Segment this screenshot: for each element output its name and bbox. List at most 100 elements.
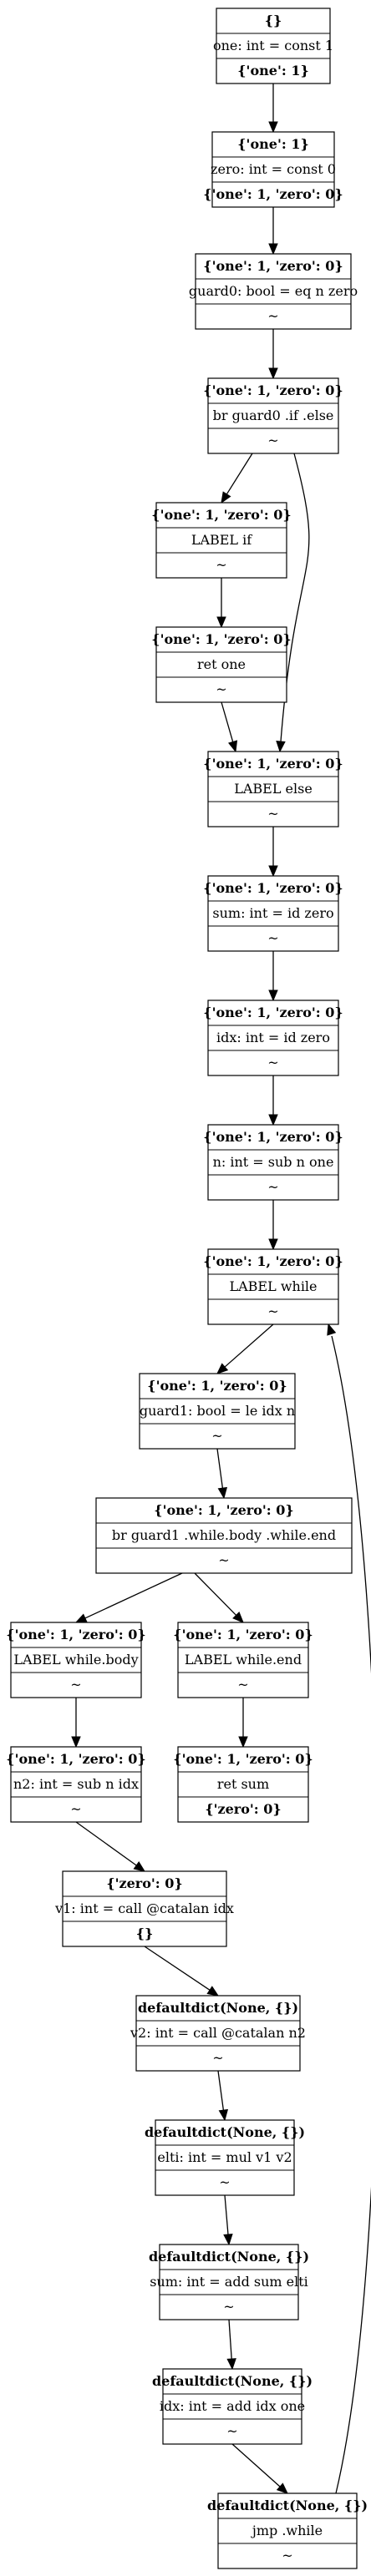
node-in-state: defaultdict(None, {}): [138, 2000, 298, 2016]
cfg-node: {'one': 1}zero: int = const 0{'one': 1, …: [203, 131, 343, 208]
node-box: [216, 8, 331, 84]
node-instruction: zero: int = const 0: [211, 161, 336, 177]
edge-line: [84, 1572, 183, 1619]
node-instruction: n2: int = sub n idx: [13, 1776, 139, 1792]
edge-arrowhead: [226, 2358, 236, 2371]
node-out-state: {'one': 1}: [237, 63, 308, 78]
node-box: [162, 2368, 302, 2445]
node-box: [95, 1497, 353, 1574]
node-out-state: {'zero': 0}: [205, 1801, 281, 1817]
node-out-state: ~: [70, 1677, 81, 1693]
cfg-node: defaultdict(None, {})jmp .while~: [207, 2492, 368, 2569]
node-out-state: ~: [223, 2299, 234, 2315]
node-box: [207, 751, 339, 827]
node-in-state: {'one': 1, 'zero': 0}: [151, 631, 291, 647]
cfg-edge: [268, 1075, 278, 1126]
node-instruction: idx: int = id zero: [216, 1030, 330, 1045]
node-instruction: guard1: bool = le idx n: [140, 1403, 295, 1419]
node-box: [217, 2492, 358, 2569]
edge-arrowhead: [223, 2234, 233, 2246]
node-box: [155, 502, 287, 579]
node-box: [155, 626, 287, 703]
node-in-state: {'one': 1, 'zero': 0}: [203, 1253, 343, 1269]
node-instruction: jmp .while: [251, 2523, 323, 2538]
node-out-state: ~: [267, 1055, 278, 1070]
node-out-state: ~: [70, 1801, 81, 1817]
cfg-edge: [75, 1821, 146, 1872]
cfg-edge: [226, 2319, 236, 2371]
edge-arrowhead: [276, 741, 286, 753]
node-in-state: {'one': 1, 'zero': 0}: [151, 507, 291, 523]
cfg-edge: [144, 1946, 220, 1997]
node-out-state: ~: [216, 681, 226, 697]
cfg-edge: [327, 1323, 371, 2494]
cfg-edge: [238, 1698, 248, 1749]
edge-arrowhead: [268, 243, 278, 256]
cfg-node: {'one': 1, 'zero': 0}guard1: bool = le i…: [139, 1373, 296, 1450]
edge-arrowhead: [268, 121, 278, 134]
cfg-node: {'one': 1, 'zero': 0}sum: int = id zero~: [203, 875, 343, 952]
edge-line: [217, 2070, 225, 2111]
cfg-node: defaultdict(None, {})elti: int = mul v1 …: [145, 2119, 305, 2196]
edge-arrowhead: [268, 989, 278, 1002]
node-box: [177, 1746, 309, 1823]
node-instruction: LABEL if: [191, 532, 252, 548]
node-out-state: {}: [136, 1926, 154, 1941]
node-instruction: ret sum: [217, 1776, 269, 1792]
node-in-state: {'one': 1, 'zero': 0}: [203, 258, 343, 274]
edges-layer: [71, 84, 371, 2494]
edge-arrowhead: [268, 367, 278, 380]
cfg-edge: [231, 2443, 288, 2494]
edge-arrowhead: [71, 1736, 81, 1749]
node-in-state: {'one': 1, 'zero': 0}: [203, 1129, 343, 1145]
node-in-state: {'one': 1, 'zero': 0}: [203, 756, 343, 772]
node-instruction: LABEL while.body: [13, 1652, 138, 1668]
edge-arrowhead: [216, 1363, 229, 1374]
edge-line: [224, 1323, 274, 1368]
node-in-state: {'one': 1, 'zero': 0}: [203, 880, 343, 896]
node-instruction: LABEL while: [229, 1278, 317, 1294]
node-in-state: defaultdict(None, {}): [152, 2373, 313, 2389]
node-instruction: ret one: [197, 656, 246, 672]
edge-arrowhead: [221, 491, 231, 504]
node-out-state: ~: [267, 1303, 278, 1319]
cfg-edge: [216, 1323, 274, 1374]
node-in-state: defaultdict(None, {}): [207, 2498, 368, 2513]
edge-line: [75, 1821, 137, 1866]
node-box: [207, 875, 339, 952]
node-instruction: br guard0 .if .else: [213, 407, 334, 423]
node-box: [211, 131, 335, 208]
edge-line: [194, 1572, 237, 1616]
cfg-edge: [268, 84, 278, 134]
edge-arrowhead: [216, 616, 226, 629]
edge-arrowhead: [74, 1613, 88, 1623]
edge-arrowhead: [268, 1114, 278, 1126]
edge-line: [226, 453, 253, 495]
edge-arrowhead: [268, 865, 278, 878]
edge-arrowhead: [238, 1736, 248, 1749]
edge-arrowhead: [133, 1861, 146, 1872]
node-instruction: n: int = sub n one: [213, 1154, 334, 1170]
node-out-state: ~: [267, 1179, 278, 1195]
node-instruction: one: int = const 1: [213, 38, 333, 53]
node-out-state: ~: [226, 2423, 237, 2439]
edge-line: [331, 1335, 371, 2494]
node-in-state: {'one': 1, 'zero': 0}: [173, 1627, 313, 1642]
node-instruction: LABEL else: [234, 781, 313, 797]
cfg-node: {'zero': 0}v1: int = call @catalan idx{}: [54, 1870, 234, 1947]
node-in-state: {'one': 1, 'zero': 0}: [203, 382, 343, 398]
cfg-edge: [71, 1698, 81, 1749]
edge-line: [280, 453, 310, 742]
node-out-state: {'one': 1, 'zero': 0}: [203, 186, 343, 202]
edge-arrowhead: [206, 1986, 220, 1997]
node-in-state: {'one': 1, 'zero': 0}: [6, 1627, 145, 1642]
node-in-state: {'zero': 0}: [106, 1875, 182, 1891]
node-instruction: guard0: bool = eq n zero: [189, 283, 358, 299]
cfg-edge: [216, 578, 226, 629]
node-box: [177, 1622, 309, 1698]
node-out-state: ~: [212, 2050, 223, 2066]
edge-arrowhead: [228, 740, 238, 753]
edge-line: [228, 2319, 232, 2360]
edge-arrowhead: [232, 1612, 244, 1623]
